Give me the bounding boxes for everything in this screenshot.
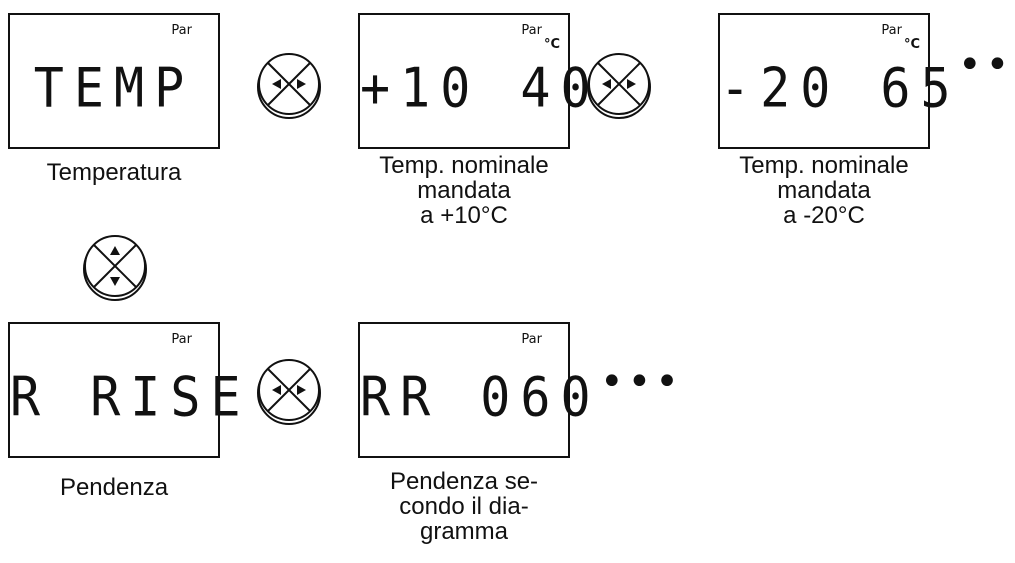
lcd-display-nominal-minus20: Par °C -20 65	[718, 13, 961, 149]
caption-temp-nominale-minus20: Temp. nominale mandata a -20°C	[739, 152, 909, 229]
caption-pendenza-diagramma: Pendenza se- condo il dia- gramma	[389, 468, 539, 545]
display-value: R RISE	[10, 365, 251, 429]
lcd-display-temp: Par TEMP	[8, 13, 220, 149]
display-value: -20 65	[720, 56, 961, 120]
left-right-nav-button-icon	[587, 53, 651, 119]
lcd-display-rr: Par RR 060	[358, 322, 601, 458]
left-right-nav-button-icon	[257, 53, 321, 119]
par-indicator: Par	[171, 23, 192, 38]
left-right-nav-button-icon	[257, 359, 321, 425]
caption-temperatura: Temperatura	[46, 159, 182, 186]
lcd-display-nominal-plus10: Par °C +10 40	[358, 13, 601, 149]
lcd-display-rise: Par R RISE	[8, 322, 251, 458]
continuation-dots: •••	[958, 42, 1015, 88]
par-indicator: Par	[521, 332, 542, 347]
display-value: +10 40	[360, 56, 601, 120]
par-indicator: Par	[521, 23, 542, 38]
continuation-dots: •••	[600, 359, 683, 405]
caption-pendenza: Pendenza	[59, 474, 169, 501]
unit-indicator: °C	[903, 37, 920, 52]
display-value: RR 060	[360, 365, 601, 429]
display-value: TEMP	[33, 56, 195, 120]
unit-indicator: °C	[543, 37, 560, 52]
par-indicator: Par	[881, 23, 902, 38]
caption-temp-nominale-plus10: Temp. nominale mandata a +10°C	[379, 152, 549, 229]
par-indicator: Par	[171, 332, 192, 347]
up-down-nav-button-icon	[83, 235, 147, 301]
